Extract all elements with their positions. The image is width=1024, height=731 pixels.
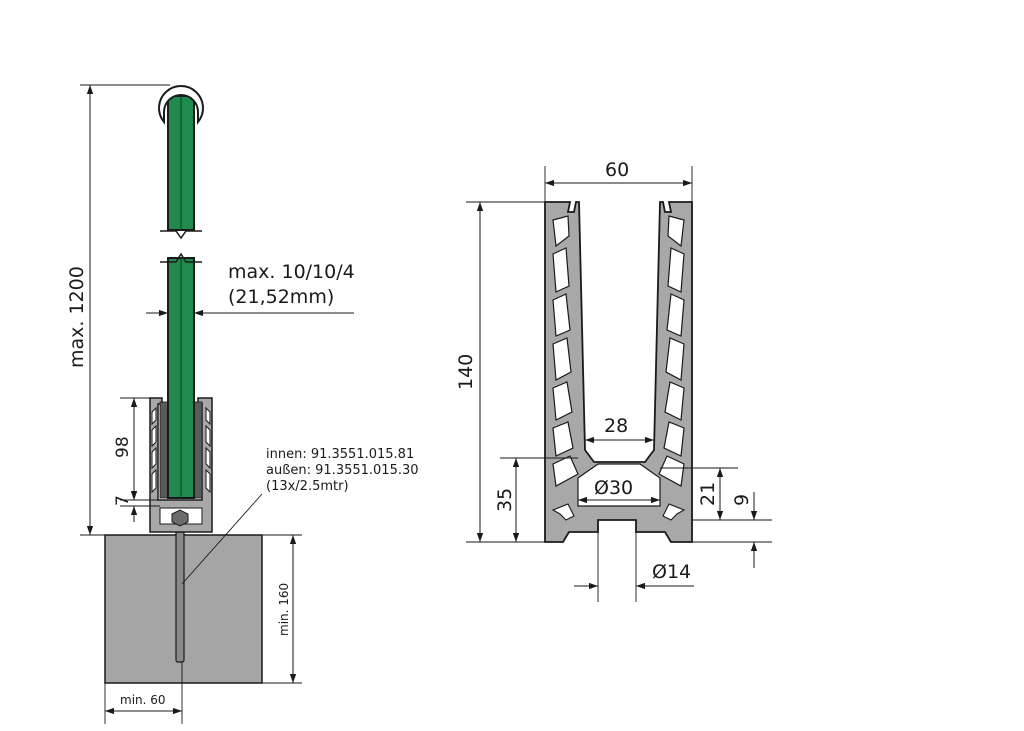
dia-14-label: Ø14 xyxy=(652,561,691,583)
min-width-label: min. 60 xyxy=(120,693,166,707)
dim-7-label: 7 xyxy=(113,495,133,506)
right-profile-view: 60 140 28 35 Ø30 21 9 Ø14 xyxy=(455,159,772,602)
dim-98-label: 98 xyxy=(113,436,133,458)
left-wall-cells xyxy=(552,215,579,487)
right-wall-cells xyxy=(658,215,685,487)
dim-21-label: 21 xyxy=(697,482,719,506)
bottom-slot-right xyxy=(662,503,686,521)
dim-140-label: 140 xyxy=(455,354,477,390)
part-number-inner: innen: 91.3551.015.81 xyxy=(266,447,414,462)
bolt-chamber xyxy=(577,463,661,507)
dia-30-label: Ø30 xyxy=(594,477,633,499)
dim-35-label: 35 xyxy=(494,488,516,512)
left-section-view: max. 1200 max. 10/10/4 (21,52mm) 98 7 in… xyxy=(66,84,419,724)
min-depth-label: min. 160 xyxy=(277,583,291,636)
glass-spec-line2: (21,52mm) xyxy=(228,286,334,308)
part-number-outer: außen: 91.3551.015.30 xyxy=(266,463,419,478)
handrail-cap xyxy=(158,85,204,125)
dim-9-label: 9 xyxy=(731,494,753,506)
bottom-slot-left xyxy=(551,503,575,521)
height-max-label: max. 1200 xyxy=(66,266,88,368)
anchor-bolt xyxy=(175,521,185,663)
glass-spec-line1: max. 10/10/4 xyxy=(228,261,355,283)
dim-60-label: 60 xyxy=(605,159,629,181)
dim-28-label: 28 xyxy=(604,415,628,437)
part-pack-info: (13x/2.5mtr) xyxy=(266,479,349,494)
